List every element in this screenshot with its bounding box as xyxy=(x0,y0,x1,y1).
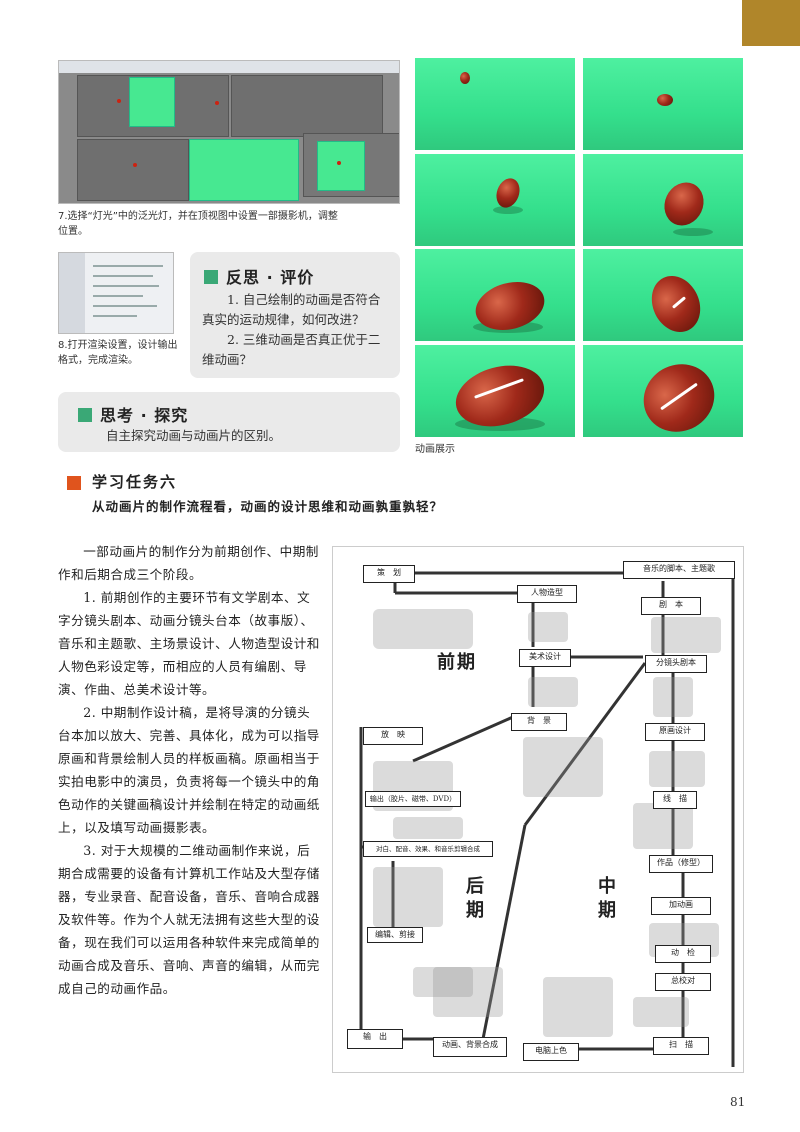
node-editing: 编辑、剪接 xyxy=(367,927,423,943)
frame-5 xyxy=(415,249,575,341)
paragraph-postproduction: 3. 对于大规模的二维动画制作来说，后期合成需要的设备有计算机工作站及大型存储器… xyxy=(58,843,320,996)
frame-1 xyxy=(415,58,575,150)
section-marker xyxy=(204,270,218,284)
explore-box: 思考 · 探究 自主探究动画与动画片的区别。 xyxy=(58,392,400,452)
reflection-q1: 1. 自己绘制的动画是否符合真实的运动规律，如何改进？ xyxy=(202,292,381,327)
node-music-script: 音乐的脚本、主题歌 xyxy=(623,561,735,579)
stage-preproduction: 前期 xyxy=(437,652,477,673)
node-compositing: 动画、背景合成 xyxy=(433,1037,507,1057)
frame-8 xyxy=(583,345,743,437)
node-animation-check: 动 检 xyxy=(655,945,711,963)
paragraph-preproduction: 1. 前期创作的主要环节有文学剧本、文字分镜头剧本、动画分镜头台本（故事版）、音… xyxy=(58,590,320,697)
explore-title: 思考 · 探究 xyxy=(78,402,188,426)
node-character-design: 人物造型 xyxy=(517,585,577,603)
node-screening: 放 映 xyxy=(363,727,423,745)
node-scanning: 扫 描 xyxy=(653,1037,709,1055)
node-planning: 策 划 xyxy=(363,565,415,583)
caption-fig7: 7.选择“灯光”中的泛光灯，并在顶视图中设置一部摄影机，调整位置。 xyxy=(58,211,338,237)
paragraph-intro: 一部动画片的制作分为前期创作、中期制作和后期合成三个阶段。 xyxy=(58,544,319,582)
production-flowchart: 前期 中期 后期 策 划 音乐的脚本、主题歌 人物造型 剧 本 美术设计 分镜头… xyxy=(332,546,744,1073)
node-output-media: 输出（胶片、磁带、DVD） xyxy=(365,791,461,807)
stage-postproduction: 后期 xyxy=(466,876,486,921)
caption-fig8: 8.打开渲染设置，设计输出格式，完成渲染。 xyxy=(58,340,178,366)
flow-connectors xyxy=(359,571,735,1067)
reflection-title: 反思 · 评价 xyxy=(204,264,314,288)
frame-6 xyxy=(583,249,743,341)
node-final-check: 总校对 xyxy=(655,973,711,991)
task-marker xyxy=(67,476,81,490)
animation-frames xyxy=(415,58,743,438)
task-title: 学习任务六 xyxy=(92,473,178,491)
frame-4 xyxy=(583,154,743,246)
node-script: 剧 本 xyxy=(641,597,701,615)
screenshot-lighting xyxy=(58,60,400,204)
body-text: 一部动画片的制作分为前期创作、中期制作和后期合成三个阶段。 1. 前期创作的主要… xyxy=(58,540,320,1000)
paragraph-production: 2. 中期制作设计稿，是将导演的分镜头台本加以放大、完善、具体化，成为可以指导原… xyxy=(58,705,320,835)
node-digital-coloring: 电脑上色 xyxy=(523,1043,579,1061)
screenshot-render xyxy=(58,252,174,334)
page-number: 81 xyxy=(730,1095,746,1109)
caption-animation: 动画展示 xyxy=(415,444,455,455)
stage-production: 中期 xyxy=(598,876,618,921)
corner-tab xyxy=(742,0,800,46)
node-line-tracing: 线 描 xyxy=(653,791,697,809)
explore-text: 自主探究动画与动画片的区别。 xyxy=(106,428,282,443)
node-background: 背 景 xyxy=(511,713,567,731)
task-subtitle: 从动画片的制作流程看，动画的设计思维和动画孰重孰轻？ xyxy=(92,499,444,514)
frame-3 xyxy=(415,154,575,246)
node-key-animation: 原画设计 xyxy=(645,723,705,741)
frame-7 xyxy=(415,345,575,437)
node-cleanup: 作品（修型） xyxy=(649,855,713,873)
reflection-box: 反思 · 评价 1. 自己绘制的动画是否符合真实的运动规律，如何改进？ 2. 三… xyxy=(190,252,400,378)
node-inbetween: 加动画 xyxy=(651,897,711,915)
node-storyboard: 分镜头剧本 xyxy=(645,655,707,673)
node-art-design: 美术设计 xyxy=(519,649,571,667)
frame-2 xyxy=(583,58,743,150)
node-output: 输 出 xyxy=(347,1029,403,1049)
section-marker xyxy=(78,408,92,422)
reflection-q2: 2. 三维动画是否真正优于二维动画？ xyxy=(202,332,381,367)
node-sound-mix: 对白、配音、效果、和音乐剪辑合成 xyxy=(363,841,493,857)
